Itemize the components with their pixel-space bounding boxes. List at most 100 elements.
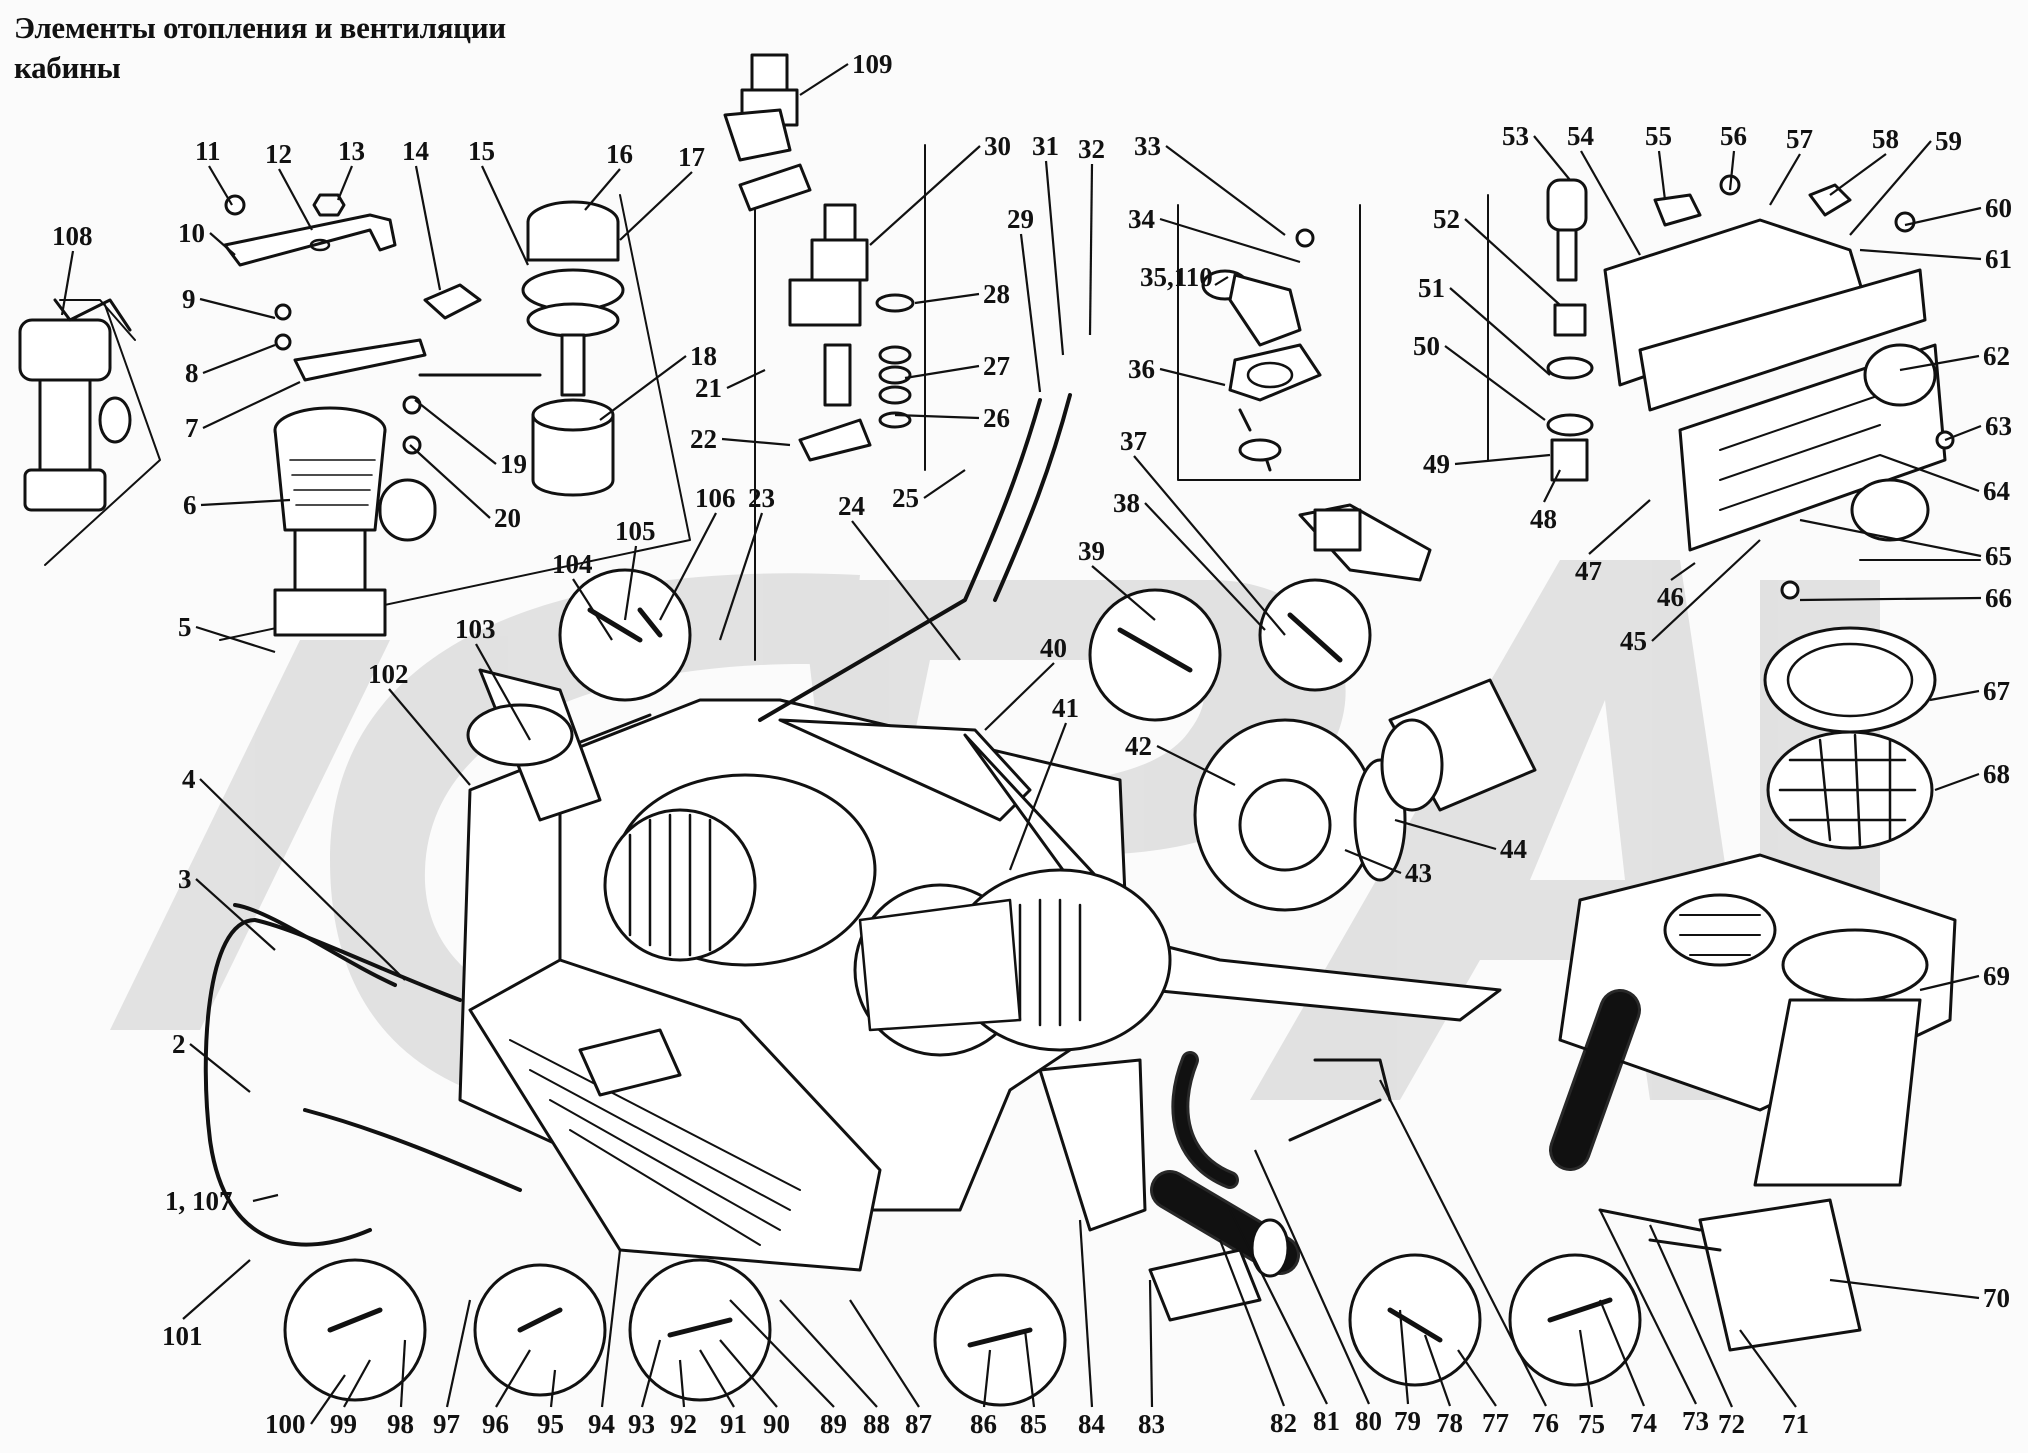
part-label: 40 bbox=[1040, 633, 1067, 663]
part-label: 11 bbox=[195, 136, 221, 166]
leader-line bbox=[199, 297, 276, 320]
leader-line bbox=[799, 63, 849, 96]
part-label: 58 bbox=[1872, 124, 1899, 154]
part-label: 79 bbox=[1394, 1406, 1421, 1436]
part-label: 102 bbox=[368, 659, 409, 689]
part-label: 54 bbox=[1567, 121, 1594, 151]
part-label: 22 bbox=[690, 424, 717, 454]
leader-line bbox=[849, 1299, 920, 1408]
leader-line bbox=[195, 878, 276, 951]
leader-line bbox=[182, 1259, 251, 1320]
part-label: 93 bbox=[628, 1409, 655, 1439]
leader-line bbox=[310, 1374, 346, 1425]
part-label: 9 bbox=[182, 284, 196, 314]
leader-line bbox=[1457, 1349, 1497, 1407]
part-label: 43 bbox=[1405, 858, 1432, 888]
leader-line bbox=[409, 444, 491, 519]
part-label: 108 bbox=[52, 221, 93, 251]
part-label: 57 bbox=[1786, 124, 1813, 154]
part-label: 17 bbox=[678, 142, 705, 172]
part-label: 109 bbox=[852, 49, 893, 79]
leader-lines bbox=[60, 63, 1982, 1425]
part-label: 104 bbox=[552, 549, 593, 579]
part-label: 95 bbox=[537, 1409, 564, 1439]
leader-line bbox=[202, 381, 301, 429]
part-label: 103 bbox=[455, 614, 496, 644]
part-label: 83 bbox=[1138, 1409, 1165, 1439]
leader-line bbox=[1159, 367, 1226, 387]
part-label: 86 bbox=[970, 1409, 997, 1439]
leader-line bbox=[869, 145, 981, 246]
leader-line bbox=[619, 171, 693, 241]
leader-line bbox=[1398, 1309, 1410, 1405]
part-label: 47 bbox=[1575, 556, 1602, 586]
part-label: 39 bbox=[1078, 536, 1105, 566]
leader-line bbox=[481, 165, 529, 266]
leader-line bbox=[1423, 1334, 1452, 1407]
leader-line bbox=[1044, 160, 1065, 356]
part-label: 101 bbox=[162, 1321, 203, 1351]
leader-line bbox=[388, 688, 471, 786]
leader-line bbox=[729, 1299, 835, 1408]
part-label: 91 bbox=[720, 1409, 747, 1439]
part-label: 70 bbox=[1983, 1283, 2010, 1313]
leader-line bbox=[904, 364, 980, 380]
part-label: 26 bbox=[983, 403, 1010, 433]
leader-line bbox=[721, 437, 791, 447]
part-label: 63 bbox=[1985, 411, 2012, 441]
leader-line bbox=[549, 1369, 557, 1408]
leader-line bbox=[1464, 218, 1561, 306]
leader-line bbox=[209, 232, 236, 256]
leader-line bbox=[1728, 150, 1736, 191]
part-label: 48 bbox=[1530, 504, 1557, 534]
leader-line bbox=[336, 165, 354, 201]
part-label: 96 bbox=[482, 1409, 509, 1439]
part-label: 69 bbox=[1983, 961, 2010, 991]
valve-body-6-drawing bbox=[273, 406, 437, 637]
leader-line bbox=[1580, 150, 1641, 256]
leader-line bbox=[982, 1349, 992, 1408]
leader-line bbox=[640, 1339, 662, 1408]
leader-line bbox=[923, 469, 966, 499]
leader-line bbox=[1849, 140, 1932, 236]
leader-line bbox=[1739, 1329, 1797, 1408]
part-label: 52 bbox=[1433, 204, 1460, 234]
part-label: 50 bbox=[1413, 331, 1440, 361]
part-label: 18 bbox=[690, 341, 717, 371]
leader-line bbox=[1449, 287, 1551, 376]
part-label: 53 bbox=[1502, 121, 1529, 151]
leader-line bbox=[1879, 453, 1980, 493]
fittings-109-30-22-drawing bbox=[723, 53, 915, 462]
detail-callouts bbox=[283, 568, 1642, 1407]
part-label: 24 bbox=[838, 491, 865, 521]
leader-line bbox=[414, 399, 497, 465]
part-label: 72 bbox=[1718, 1409, 1745, 1439]
part-label: 56 bbox=[1720, 121, 1747, 151]
part-label: 30 bbox=[984, 131, 1011, 161]
part-label: 1, 107 bbox=[165, 1186, 233, 1216]
leader-line bbox=[894, 413, 980, 420]
part-label: 85 bbox=[1020, 1409, 1047, 1439]
leader-line bbox=[475, 643, 531, 741]
leader-line bbox=[208, 165, 233, 206]
air-duct-grille-drawing bbox=[1558, 626, 1957, 1187]
leader-line bbox=[726, 369, 766, 389]
part-label: 5 bbox=[178, 612, 192, 642]
part-label: 106 bbox=[695, 483, 736, 513]
part-label: 35,110 bbox=[1140, 262, 1213, 292]
leader-line bbox=[1159, 217, 1301, 264]
part-label: 87 bbox=[905, 1409, 932, 1439]
leader-line bbox=[1454, 453, 1551, 466]
part-label: 7 bbox=[185, 413, 199, 443]
part-label: 19 bbox=[500, 449, 527, 479]
leader-line bbox=[1588, 499, 1651, 555]
valve-cartridge-drawing bbox=[521, 200, 625, 497]
leader-line bbox=[984, 662, 1055, 731]
part-label: 44 bbox=[1500, 834, 1527, 864]
leader-line bbox=[1379, 1079, 1547, 1407]
part-label: 2 bbox=[172, 1029, 186, 1059]
part-label: 80 bbox=[1355, 1406, 1382, 1436]
part-label: 81 bbox=[1313, 1406, 1340, 1436]
